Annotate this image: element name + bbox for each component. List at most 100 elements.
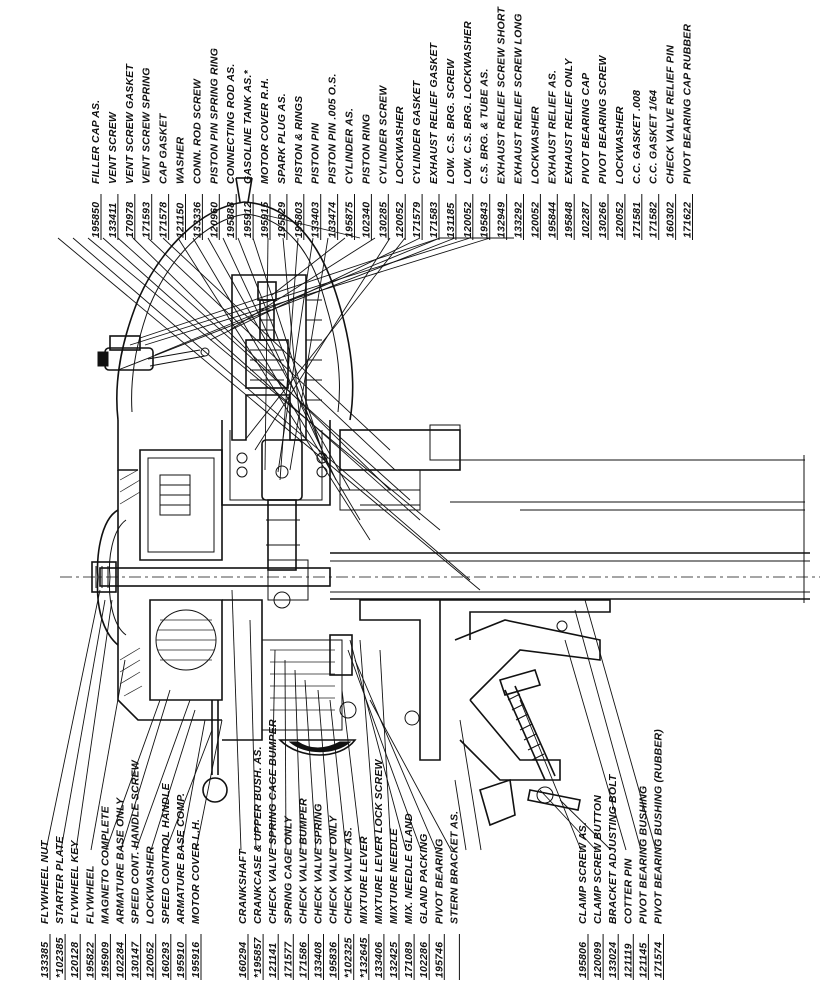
part-name: Check Valve As. — [343, 827, 355, 924]
part-name: Lockwasher — [394, 106, 406, 184]
part-name: Speed Cont. Handle Screw — [130, 759, 142, 924]
part-number: 160293 — [160, 942, 172, 978]
part-name: Vent Screw — [107, 111, 119, 184]
part-label: 195844Exhaust Relief As. — [546, 70, 558, 240]
part-label: 195850Filler Cap As. — [90, 100, 102, 240]
part-label: 133406Mixture Lever Lock Screw — [373, 758, 385, 980]
speed-control-handle — [202, 700, 228, 803]
part-name: Lockwasher — [614, 106, 626, 184]
part-number: 195844 — [546, 202, 558, 238]
part-label: 120960Piston Pin Spring Ring — [208, 48, 220, 240]
part-name: Stern Bracket As. — [448, 811, 460, 924]
part-number: 121119 — [622, 943, 634, 978]
part-label: 121150Washer — [175, 136, 187, 240]
part-label: 170978Vent Screw Gasket — [124, 63, 136, 240]
part-name: Pivot Bearing Cap — [580, 72, 592, 184]
part-name: Mix. Needle Gland — [403, 813, 415, 924]
part-label: 133408Check Valve Spring — [313, 803, 325, 980]
part-name: C.S. Brg. & Tube As. — [479, 68, 491, 184]
part-label: 133024Bracket Adjusting Bolt — [607, 773, 619, 980]
label-group-top: 195850Filler Cap As. 133411Vent Screw 1709… — [90, 6, 694, 240]
part-number: *102325 — [343, 937, 355, 978]
part-number: 195888 — [225, 202, 237, 238]
part-number: 132425 — [388, 942, 400, 978]
part-number: 171579 — [411, 202, 423, 238]
part-number: 195806 — [577, 942, 589, 978]
part-label: 171089Mix. Needle Gland — [403, 813, 415, 980]
part-number: 130266 — [597, 202, 609, 238]
part-label: 171579Cylinder Gasket — [411, 79, 423, 240]
part-label: 120052Lockwasher — [145, 846, 157, 980]
part-label: 121119Cotter Pin — [622, 858, 634, 980]
part-number: 130147 — [130, 941, 142, 978]
part-name: Armature Base Only — [115, 797, 127, 925]
part-label: 130147 Speed Cont. Handle Screw — [130, 759, 142, 980]
part-name: Gasoline Tank As.* — [242, 69, 254, 184]
part-name: C.C. Gasket 1/64 — [648, 90, 660, 184]
engine-cross-section — [45, 177, 820, 851]
part-name: Check Valve Spring — [313, 803, 325, 924]
part-number: 195875 — [344, 202, 356, 238]
part-number: 171622 — [682, 202, 694, 238]
part-label: 171582 C.C. Gasket 1/64 — [648, 90, 660, 240]
part-label: 195806Clamp Screw As. — [577, 822, 589, 980]
label-group-bottom-left: 133385Flywheel Nut*102385Starter Plate12… — [39, 759, 202, 980]
part-number: 133336 — [191, 202, 203, 238]
part-number: 120128 — [69, 942, 81, 978]
part-name: Motor Cover R.H. — [259, 78, 271, 184]
part-name: Exhaust Relief Screw Long — [513, 13, 525, 184]
part-name: Lockwasher — [529, 106, 541, 184]
part-number: 171582 — [648, 202, 660, 238]
part-name: Exhaust Relief Only — [563, 58, 575, 184]
part-number: 121141 — [267, 943, 279, 978]
part-number: 121150 — [175, 203, 187, 238]
part-name: Vent Screw Spring — [141, 67, 153, 184]
part-name: Starter Plate — [54, 835, 66, 924]
part-number: *132645 — [358, 937, 370, 978]
part-name: Pivot Bearing Bushing — [637, 786, 649, 924]
part-name: Clamp Screw Button — [592, 795, 604, 924]
part-number: 120052 — [614, 202, 626, 238]
filler-cap — [97, 335, 210, 371]
part-name: Piston & Rings — [293, 96, 305, 184]
part-number: 171578 — [158, 202, 170, 238]
part-number: 171577 — [282, 941, 294, 978]
part-label: 171622Pivot Bearing Cap Rubber — [682, 24, 694, 240]
part-number: 160302 — [665, 202, 677, 238]
part-number: 120052 — [529, 202, 541, 238]
part-name: Check Valve Spring Cage Bumper — [267, 719, 279, 924]
part-number: 133474 — [327, 202, 339, 238]
part-name: Pivot Bearing Bushing (Rubber) — [653, 729, 665, 924]
part-number: 133385 — [39, 942, 51, 978]
part-label: 195916Motor Cover L.H. — [190, 819, 202, 980]
stern-bracket — [359, 599, 611, 781]
part-label: 120052Lockwasher — [394, 106, 406, 240]
part-label: 120052 Lockwasher — [529, 106, 541, 240]
part-name: Filler Cap As. — [90, 100, 102, 184]
part-number: *102385 — [54, 937, 66, 978]
part-label: 130266Pivot Bearing Screw — [597, 54, 609, 240]
flywheel — [96, 449, 223, 721]
clamp-screw — [479, 669, 581, 827]
part-name: Low. C.S. Brg. Screw — [445, 58, 457, 184]
part-number: 195909 — [99, 942, 111, 978]
cylinder — [221, 274, 331, 571]
part-name: Exhaust Relief Gasket — [428, 41, 440, 184]
part-name: Piston Pin — [310, 122, 322, 184]
part-label: 133411Vent Screw — [107, 111, 119, 240]
part-label: 195803 Piston & Rings — [293, 96, 305, 240]
part-label: 133474Piston Pin .005 O.S. — [327, 73, 339, 240]
part-number: 133292 — [513, 202, 525, 238]
part-label: 130285Cylinder Screw — [377, 85, 389, 240]
part-name: Magneto Complete — [99, 805, 111, 924]
part-label: 133292 Exhaust Relief Screw Long — [513, 13, 525, 240]
part-name: Mixture Needle — [388, 828, 400, 924]
part-number: 195822 — [84, 942, 96, 978]
part-name: Armature Base Comp. — [175, 793, 187, 925]
part-label: 102287Pivot Bearing Cap — [580, 72, 592, 240]
part-label: 195909 Magneto Complete — [99, 805, 111, 980]
part-number: 195803 — [293, 202, 305, 238]
part-number: 160294 — [237, 942, 249, 978]
part-label: 195836Check Valve Only — [328, 815, 340, 980]
